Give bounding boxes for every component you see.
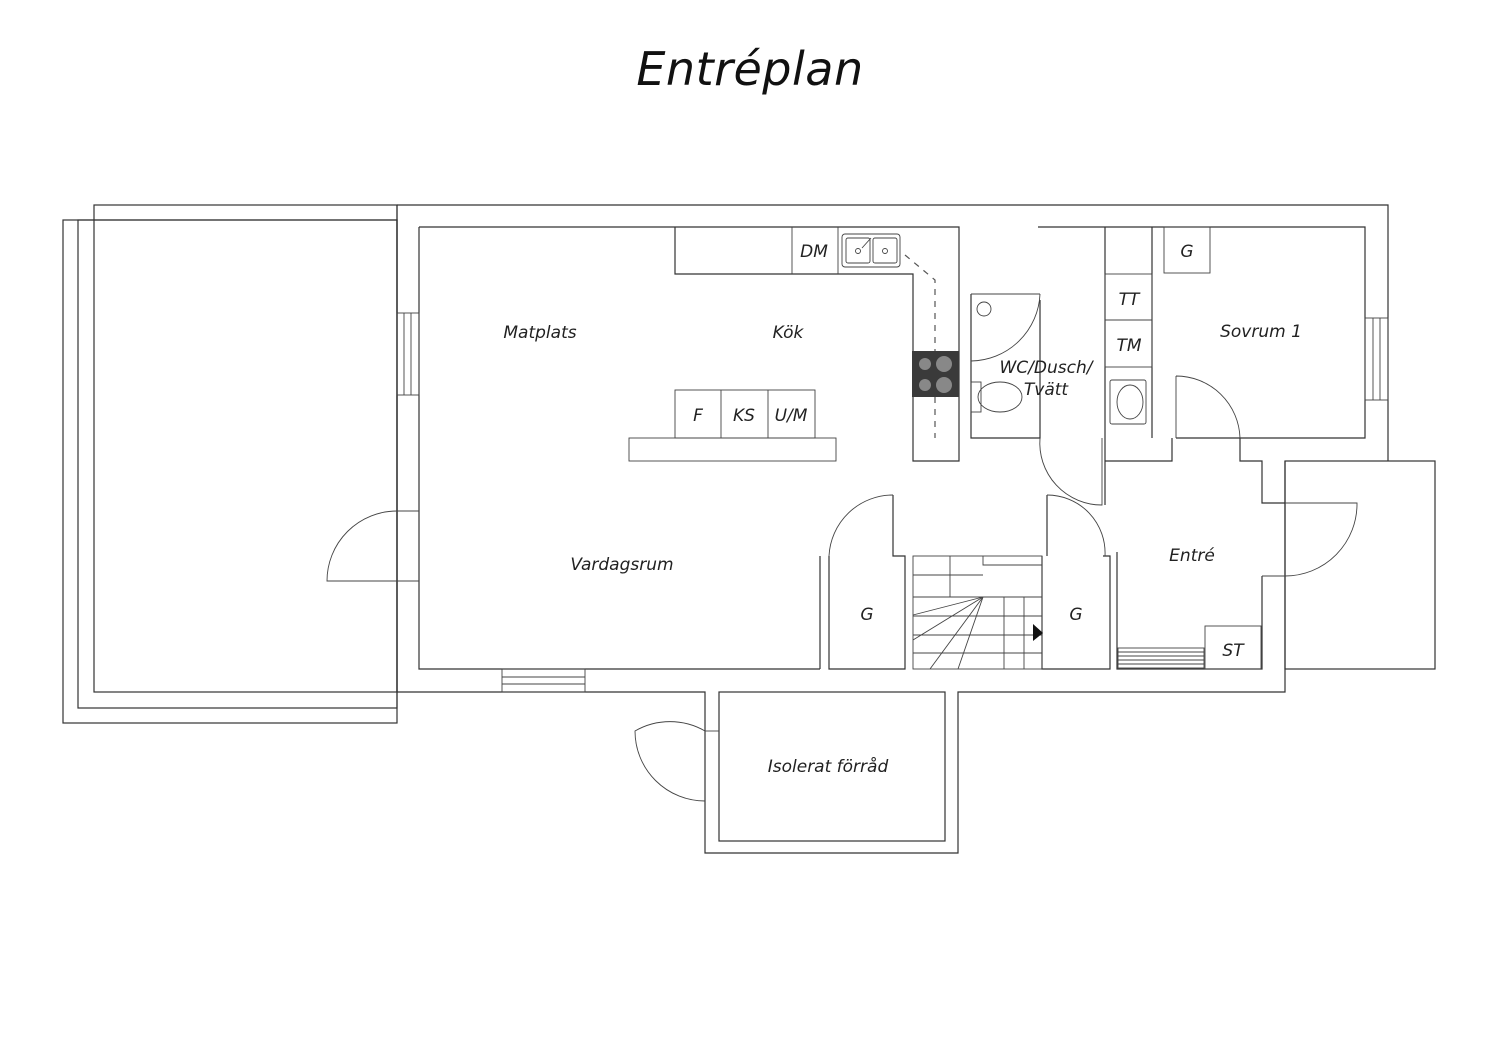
fixture-label-g-bedroom: G [1180, 242, 1193, 262]
shower-icon [970, 293, 1041, 362]
shoe-rack [1117, 625, 1262, 670]
inner-walls [418, 226, 1436, 842]
deck-patio [62, 204, 398, 724]
windows [396, 312, 1389, 693]
fixture-label-ks: KS [733, 406, 755, 426]
room-labels: Matplats Kök Vardagsrum WC/Dusch/ Tvätt … [503, 322, 1302, 777]
room-label-forrad: Isolerat förråd [768, 756, 889, 777]
fixture-label-g-left: G [860, 605, 873, 625]
kitchen-counters [628, 227, 936, 462]
room-label-matplats: Matplats [503, 323, 576, 343]
room-label-sovrum: Sovrum 1 [1220, 322, 1302, 342]
room-label-entre: Entré [1169, 546, 1215, 566]
fixture-label-g-right: G [1069, 605, 1082, 625]
wardrobe-bedroom [1163, 226, 1211, 274]
fixture-labels: DM F KS U/M TT TM G G G ST [693, 242, 1245, 661]
sink-icon [841, 233, 901, 268]
stairs [912, 555, 1043, 670]
washbasin-icon [1109, 379, 1147, 425]
fixture-label-dm: DM [800, 242, 828, 262]
laundry-units [1104, 273, 1153, 368]
fixture-label-tt: TT [1119, 290, 1141, 310]
stove-icon [912, 351, 959, 397]
toilet-icon [970, 381, 1023, 413]
fixture-label-st: ST [1222, 641, 1245, 661]
fixture-label-tm: TM [1116, 336, 1141, 356]
room-label-vardagsrum: Vardagsrum [570, 555, 673, 575]
room-label-wc-line1: WC/Dusch/ [1000, 358, 1095, 378]
fixture-label-um: U/M [775, 406, 808, 426]
room-label-kok: Kök [773, 323, 805, 343]
page-title: Entréplan [636, 42, 864, 96]
room-label-wc-line2: Tvätt [1024, 380, 1070, 400]
fixture-label-f: F [693, 406, 703, 426]
door-swings [326, 375, 1358, 802]
